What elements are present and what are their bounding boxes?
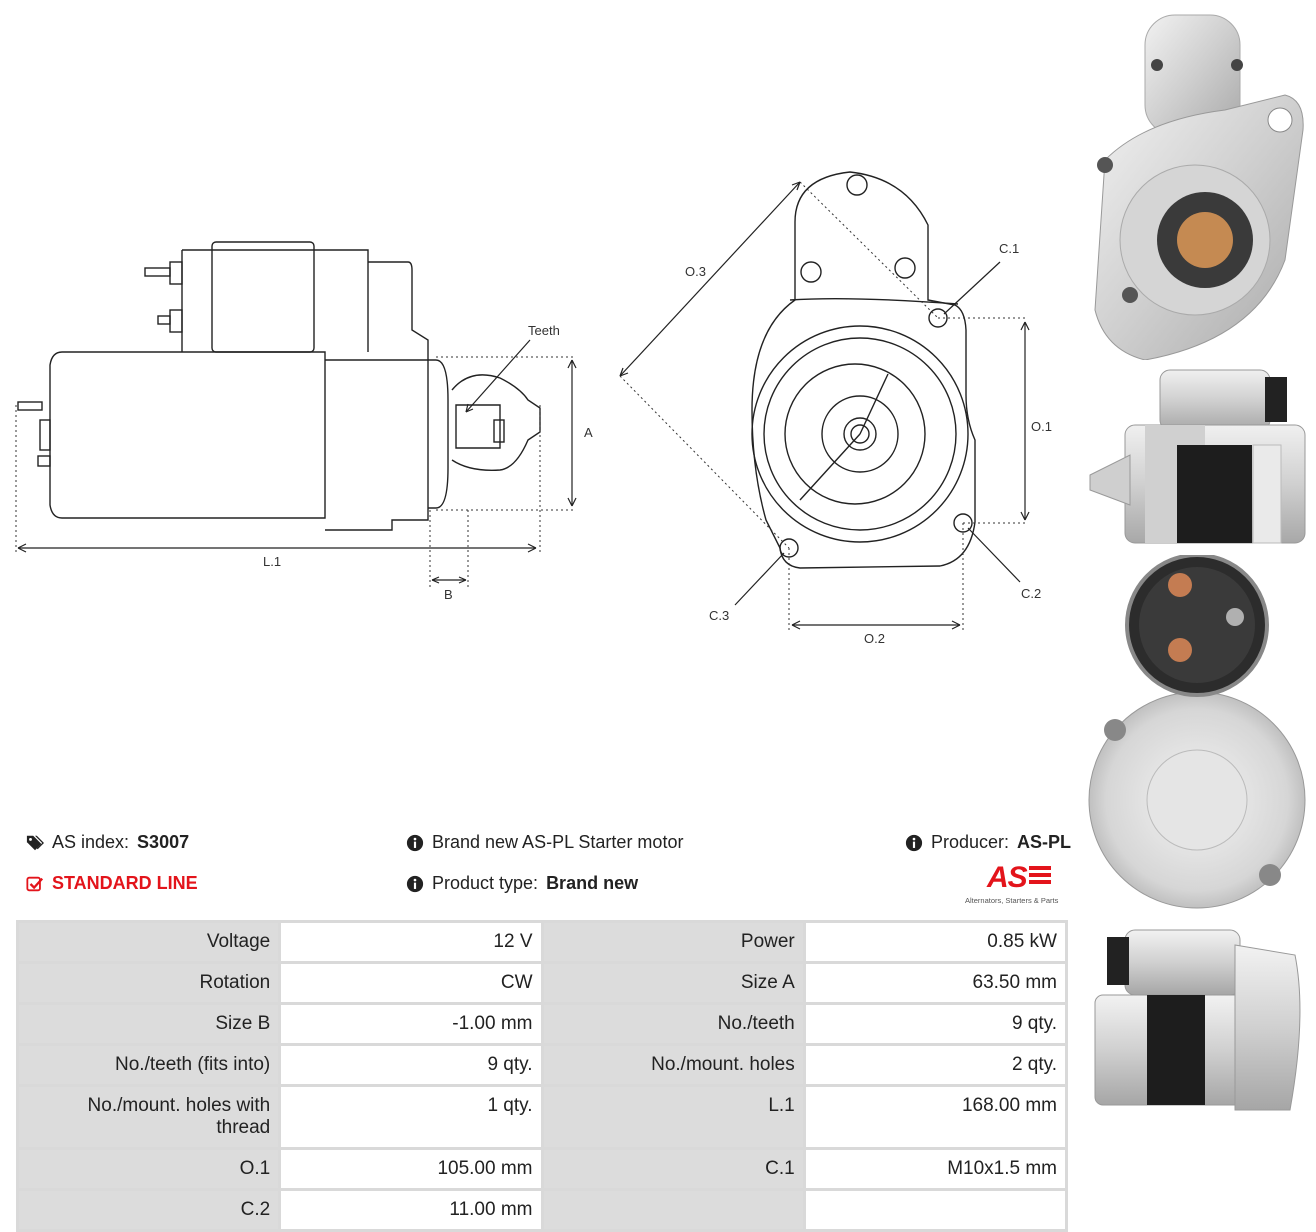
spec-value: 2 qty.	[805, 1046, 1065, 1084]
spec-value: 1 qty.	[281, 1087, 541, 1147]
spec-value: CW	[281, 964, 541, 1002]
teeth-label: Teeth	[528, 323, 560, 338]
specs-table: Voltage 12 V Power 0.85 kW Rotation CW S…	[16, 920, 1068, 1232]
spec-key: No./teeth	[543, 1005, 803, 1043]
tags-icon	[26, 835, 44, 850]
dim-c3-label: C.3	[709, 608, 729, 623]
table-row: No./teeth (fits into) 9 qty. No./mount. …	[19, 1046, 1065, 1084]
dim-c2-label: C.2	[1021, 586, 1041, 601]
spec-key: No./teeth (fits into)	[19, 1046, 279, 1084]
info-circle-icon	[905, 834, 923, 851]
solenoid-outline	[182, 249, 369, 352]
description-text: Brand new AS-PL Starter motor	[432, 832, 684, 852]
technical-drawing: L.1 A B Teeth O.3	[15, 171, 1052, 646]
spec-key: Size A	[543, 964, 803, 1002]
spec-value: M10x1.5 mm	[805, 1150, 1065, 1188]
spec-key	[543, 1191, 803, 1229]
photo-side-angle[interactable]	[1085, 925, 1310, 1115]
table-row: C.2 11.00 mm	[19, 1191, 1065, 1229]
spec-value: 11.00 mm	[281, 1191, 541, 1229]
standard-line-label: STANDARD LINE	[52, 873, 198, 893]
info-circle-icon	[406, 834, 424, 851]
spec-key: Power	[543, 923, 803, 961]
table-row: Size B -1.00 mm No./teeth 9 qty.	[19, 1005, 1065, 1043]
spec-value: 168.00 mm	[805, 1087, 1065, 1147]
as-index-row: AS index: S3007	[26, 832, 189, 853]
spec-value: 9 qty.	[805, 1005, 1065, 1043]
spec-key: Size B	[19, 1005, 279, 1043]
spec-key: L.1	[543, 1087, 803, 1147]
photo-front-flange[interactable]	[1085, 10, 1310, 360]
product-type-value: Brand new	[546, 873, 639, 893]
as-index-value: S3007	[137, 832, 190, 852]
spec-value: 63.50 mm	[805, 964, 1065, 1002]
dim-a-label: A	[584, 425, 593, 440]
description-row: Brand new AS-PL Starter motor	[406, 832, 683, 853]
spec-value	[805, 1191, 1065, 1229]
spec-value: 12 V	[281, 923, 541, 961]
spec-key: O.1	[19, 1150, 279, 1188]
front-flange-outline	[751, 171, 976, 569]
standard-line-row: STANDARD LINE	[26, 873, 198, 894]
product-type-label: Product type:	[432, 873, 539, 893]
product-type-row: Product type: Brand new	[406, 873, 638, 894]
spec-value: 105.00 mm	[281, 1150, 541, 1188]
as-index-label: AS index:	[52, 832, 130, 852]
dim-o3-label: O.3	[685, 264, 706, 279]
spec-key: Voltage	[19, 923, 279, 961]
spec-key: C.2	[19, 1191, 279, 1229]
starter-body-outline	[49, 351, 326, 519]
table-row: Voltage 12 V Power 0.85 kW	[19, 923, 1065, 961]
spec-value: -1.00 mm	[281, 1005, 541, 1043]
photo-side[interactable]	[1085, 365, 1310, 545]
dim-c1-label: C.1	[999, 241, 1019, 256]
table-row: Rotation CW Size A 63.50 mm	[19, 964, 1065, 1002]
table-row: No./mount. holes with thread 1 qty. L.1 …	[19, 1087, 1065, 1147]
info-circle-icon	[406, 875, 424, 892]
photo-solenoid-terminals[interactable]	[1085, 555, 1310, 915]
dim-o2-label: O.2	[864, 631, 885, 646]
spec-key: Rotation	[19, 964, 279, 1002]
table-row: O.1 105.00 mm C.1 M10x1.5 mm	[19, 1150, 1065, 1188]
spec-value: 9 qty.	[281, 1046, 541, 1084]
dim-b-label: B	[444, 587, 453, 602]
dim-l1-label: L.1	[263, 554, 281, 569]
as-pl-logo: AS Alternators, Starters & Parts	[965, 862, 1070, 908]
check-square-icon	[26, 876, 44, 891]
spec-key: No./mount. holes with thread	[19, 1087, 279, 1147]
producer-value: AS-PL	[1017, 832, 1072, 852]
producer-label: Producer:	[931, 832, 1010, 852]
dim-o1-label: O.1	[1031, 419, 1052, 434]
spec-value: 0.85 kW	[805, 923, 1065, 961]
logo-mark: AS	[987, 861, 1028, 894]
producer-row: Producer: AS-PL	[905, 832, 1071, 853]
spec-key: No./mount. holes	[543, 1046, 803, 1084]
logo-stripes	[1029, 866, 1051, 890]
logo-tagline: Alternators, Starters & Parts	[965, 896, 1059, 905]
spec-key: C.1	[543, 1150, 803, 1188]
